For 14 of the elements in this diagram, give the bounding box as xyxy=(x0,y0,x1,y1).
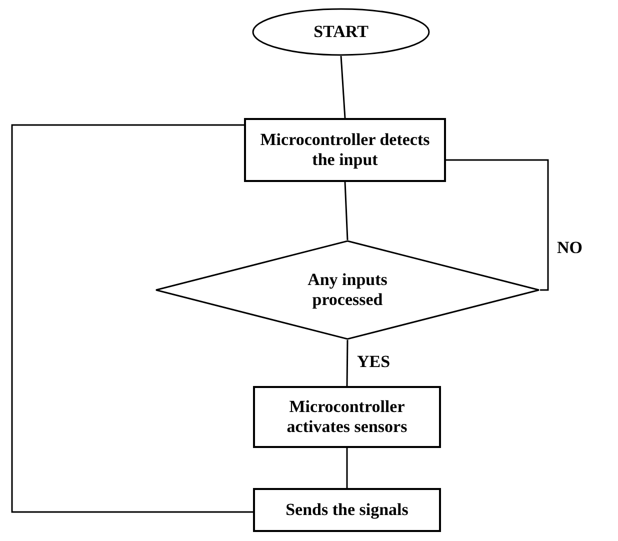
connector-line xyxy=(344,182,348,240)
connector-line xyxy=(446,159,549,291)
node-text: Microcontroller activates sensors xyxy=(286,397,408,437)
connector-line xyxy=(340,56,346,118)
node-text: Sends the signals xyxy=(286,500,408,520)
node-text: Microcontroller detects the input xyxy=(259,130,431,170)
connector-line xyxy=(346,448,348,488)
node-text: Any inputs processed xyxy=(306,270,388,310)
connector-line xyxy=(346,340,348,386)
node-text: START xyxy=(314,22,368,42)
process-box xyxy=(253,488,441,532)
connector-line xyxy=(11,124,253,513)
process-box xyxy=(253,386,441,448)
process-box xyxy=(244,118,446,182)
